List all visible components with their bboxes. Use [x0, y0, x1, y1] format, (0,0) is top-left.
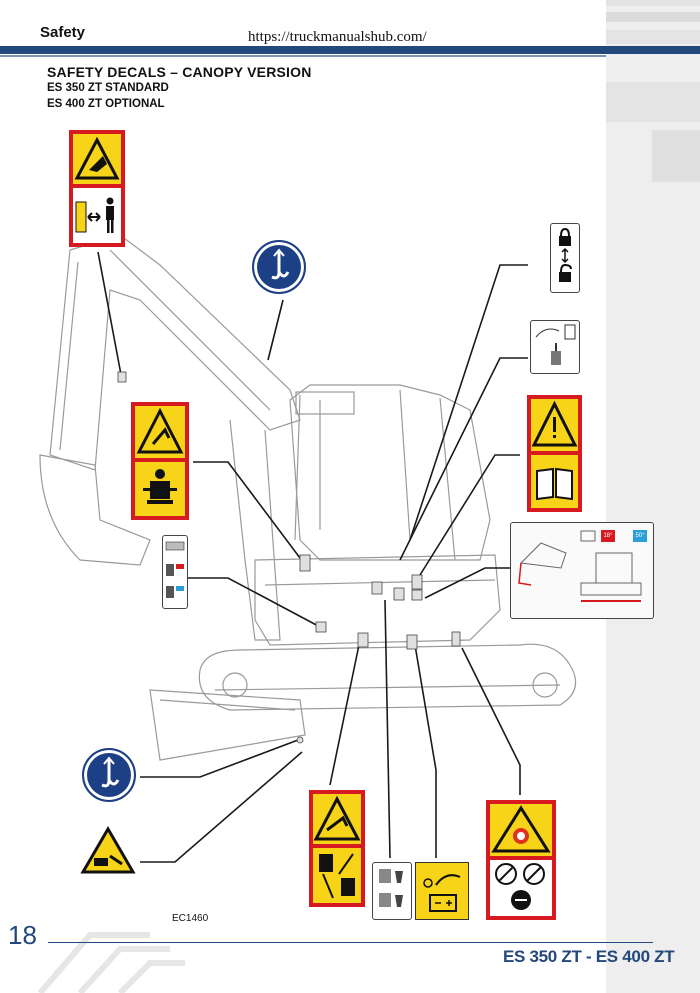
- decal-seat-belt: [131, 402, 189, 520]
- lifting-hook-icon: [252, 240, 306, 294]
- excavator-outline: [39, 234, 577, 761]
- decal-lever-card: [530, 320, 580, 374]
- subtitle-optional: ES 400 ZT OPTIONAL: [47, 98, 165, 110]
- decal-keep-distance-panel: [73, 188, 121, 243]
- source-url[interactable]: https://truckmanualshub.com/: [248, 29, 427, 45]
- decal-seat-panel: [135, 462, 185, 516]
- decal-book-panel: [531, 455, 578, 508]
- decal-warning-panel: [313, 794, 361, 844]
- side-tab: [606, 0, 700, 6]
- figure-reference: EC1460: [172, 913, 209, 924]
- tie-down-hook-icon: [82, 748, 136, 802]
- decal-battery-explosion: [486, 800, 556, 920]
- page-number: 18: [8, 920, 37, 950]
- decal-grease-card: [372, 862, 412, 920]
- side-tab: [606, 30, 700, 44]
- decal-warning-panel: [73, 134, 121, 184]
- cold-temp-badge: 50°: [633, 530, 647, 542]
- side-tab: [606, 12, 700, 22]
- decal-warning-panel: [490, 804, 552, 856]
- decal-positions: [117, 371, 461, 744]
- decal-battery-switch: [415, 862, 469, 920]
- decal-machine-diagram-card: 18° 50°: [510, 522, 654, 619]
- decal-controls-card: [162, 535, 188, 609]
- model-name: ES 350 ZT - ES 400 ZT: [503, 947, 675, 966]
- side-tab: [606, 82, 700, 122]
- decal-crush-hazard: [69, 130, 125, 247]
- decal-lock-card: [550, 223, 580, 293]
- decal-prohibition-panel: [490, 860, 552, 916]
- page-title: SAFETY DECALS – CANOPY VERSION: [47, 64, 312, 80]
- leader-lines: [97, 251, 528, 863]
- subtitle-standard: ES 350 ZT STANDARD: [47, 82, 169, 94]
- footer-rule: [48, 942, 653, 943]
- crush-warning-icon: [80, 826, 136, 874]
- decal-read-manual: [527, 395, 582, 512]
- footer-watermark: [37, 932, 185, 993]
- decal-warning-panel: [135, 406, 185, 458]
- section-title: Safety: [40, 24, 86, 41]
- decal-pinch-panel: [313, 848, 361, 903]
- header-rule: [0, 55, 606, 57]
- side-tab: [652, 130, 700, 182]
- decal-crush-hands: [309, 790, 365, 907]
- side-panel: [606, 0, 700, 993]
- header-bar: [0, 46, 700, 54]
- hot-temp-badge: 18°: [601, 530, 615, 542]
- decal-warning-panel: [531, 399, 578, 451]
